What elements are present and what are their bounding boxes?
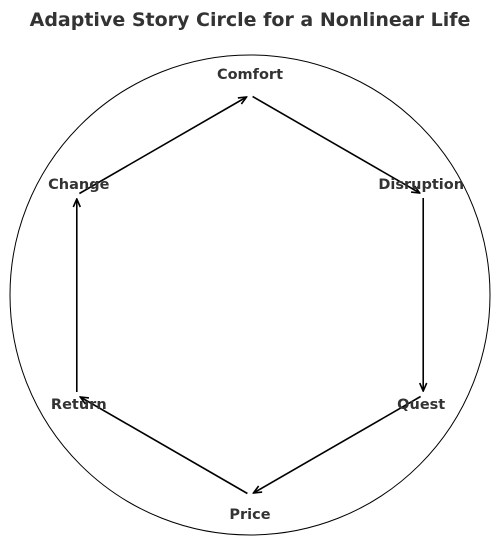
stage-label-quest: Quest (397, 397, 445, 413)
diagram-title: Adaptive Story Circle for a Nonlinear Li… (30, 9, 471, 31)
stage-label-comfort: Comfort (217, 67, 283, 83)
arrow-price-to-return (80, 397, 248, 495)
cycle-arrows (77, 95, 423, 495)
stage-label-return: Return (51, 397, 107, 413)
outer-circle (9, 54, 491, 536)
stage-label-price: Price (229, 507, 270, 523)
arrow-comfort-to-disruption (252, 95, 420, 194)
stage-label-change: Change (48, 177, 109, 193)
arrow-change-to-comfort (78, 97, 246, 195)
arrow-quest-to-price (253, 395, 422, 494)
stage-label-disruption: Disruption (378, 177, 464, 193)
